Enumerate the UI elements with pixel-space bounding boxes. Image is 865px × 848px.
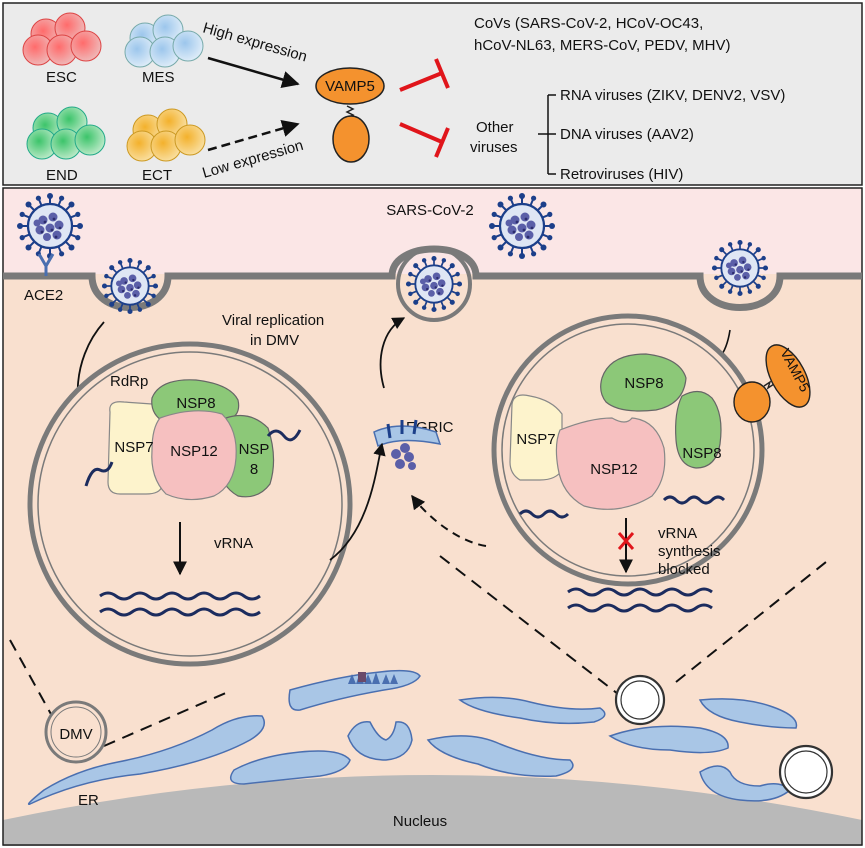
nsp7-left-label: NSP7 (114, 439, 153, 456)
rna-viruses-label: RNA viruses (ZIKV, DENV2, VSV) (560, 87, 785, 104)
inhibition-covs (399, 58, 450, 92)
virus-class-bracket (538, 94, 556, 175)
vrna-label: vRNA (214, 535, 253, 552)
bottom-panel-border (2, 187, 863, 846)
virus-entering-left (101, 257, 159, 315)
vamp5-label: VAMP5 (325, 78, 375, 95)
viral-replication-label-2: in DMV (250, 332, 299, 349)
er-network (27, 669, 798, 805)
dna-viruses-label: DNA viruses (AAV2) (560, 126, 694, 143)
mes-cell-cluster (124, 14, 204, 68)
egric-to-budding-arrow (379, 317, 406, 389)
dmv-small-center (614, 674, 666, 726)
nsp12-right-label: NSP12 (590, 461, 638, 478)
blocked-label-3: blocked (658, 561, 710, 578)
blocked-label-2: synthesis (658, 543, 721, 560)
er-label: ER (78, 792, 99, 809)
ace2-label: ACE2 (24, 287, 63, 304)
nsp8-right-top (600, 353, 687, 412)
virus-entering-right (711, 239, 769, 297)
rna-strand-left-a (84, 461, 114, 487)
nsp8-right-top-label: NSP8 (624, 375, 663, 392)
covs-line-2: hCoV-NL63, MERS-CoV, PEDV, MHV) (474, 37, 731, 54)
virus-extracellular-left (15, 191, 85, 261)
blocked-rna-a (567, 587, 713, 597)
dmv-small-right (778, 744, 834, 800)
nucleus-label: Nucleus (393, 813, 447, 830)
blocked-label-1: vRNA (658, 525, 697, 542)
dmv-small-left (44, 700, 108, 764)
er-budding-vesicle (348, 672, 398, 684)
end-cell-cluster (26, 106, 106, 160)
nsp8-split-label-2: 8 (250, 461, 258, 478)
ect-label: ECT (142, 167, 172, 184)
mes-label: MES (142, 69, 175, 86)
ect-cell-cluster (126, 108, 206, 162)
esc-cell-cluster (22, 12, 102, 66)
nsp7-right-label: NSP7 (516, 431, 555, 448)
blocked-x-icon (617, 532, 635, 550)
rna-strand-left-b (266, 429, 302, 442)
rdrp-label: RdRp (110, 373, 148, 390)
vamp5-bound (733, 344, 811, 423)
blocked-rna-b (567, 603, 713, 613)
egric-organelle (373, 419, 442, 470)
vrna-product-b (99, 607, 261, 617)
end-label: END (46, 167, 78, 184)
viral-replication-label-1: Viral replication (222, 312, 324, 329)
esc-label: ESC (46, 69, 77, 86)
nsp12-right (555, 417, 666, 510)
nsp8-left-label: NSP8 (176, 395, 215, 412)
zoom-lines (9, 555, 827, 747)
nsp8-right-side-label: NSP8 (682, 445, 721, 462)
low-expression-arrow (207, 119, 300, 152)
other-viruses-line-2: viruses (470, 139, 518, 156)
nsp12-left (151, 410, 237, 501)
other-viruses-line-1: Other (476, 119, 514, 136)
blocked-to-egric-arrow (411, 494, 487, 547)
virus-extracellular-right (487, 191, 557, 261)
inhibition-other-viruses (399, 122, 450, 158)
budding-vesicle-membrane (396, 246, 472, 322)
nucleus (3, 775, 862, 846)
covs-line-1: CoVs (SARS-CoV-2, HCoV-OC43, (474, 15, 703, 32)
dmv-to-egric-arrow (329, 442, 386, 561)
vrna-product-a (99, 591, 261, 601)
ace2-receptor (37, 253, 55, 276)
rna-strand-right-b (662, 495, 726, 505)
nsp8-split-label-1: NSP (239, 441, 270, 458)
vamp5-protein (315, 67, 385, 163)
retroviruses-label: Retroviruses (HIV) (560, 166, 683, 183)
nsp8-right-side (675, 390, 722, 469)
rna-strand-right-a (518, 509, 570, 519)
dmv-label: DMV (59, 726, 92, 743)
sars-cov-2-label: SARS-CoV-2 (386, 202, 474, 219)
nsp12-left-label: NSP12 (170, 443, 218, 460)
virus-budding (405, 255, 463, 313)
high-expression-arrow (207, 56, 300, 89)
